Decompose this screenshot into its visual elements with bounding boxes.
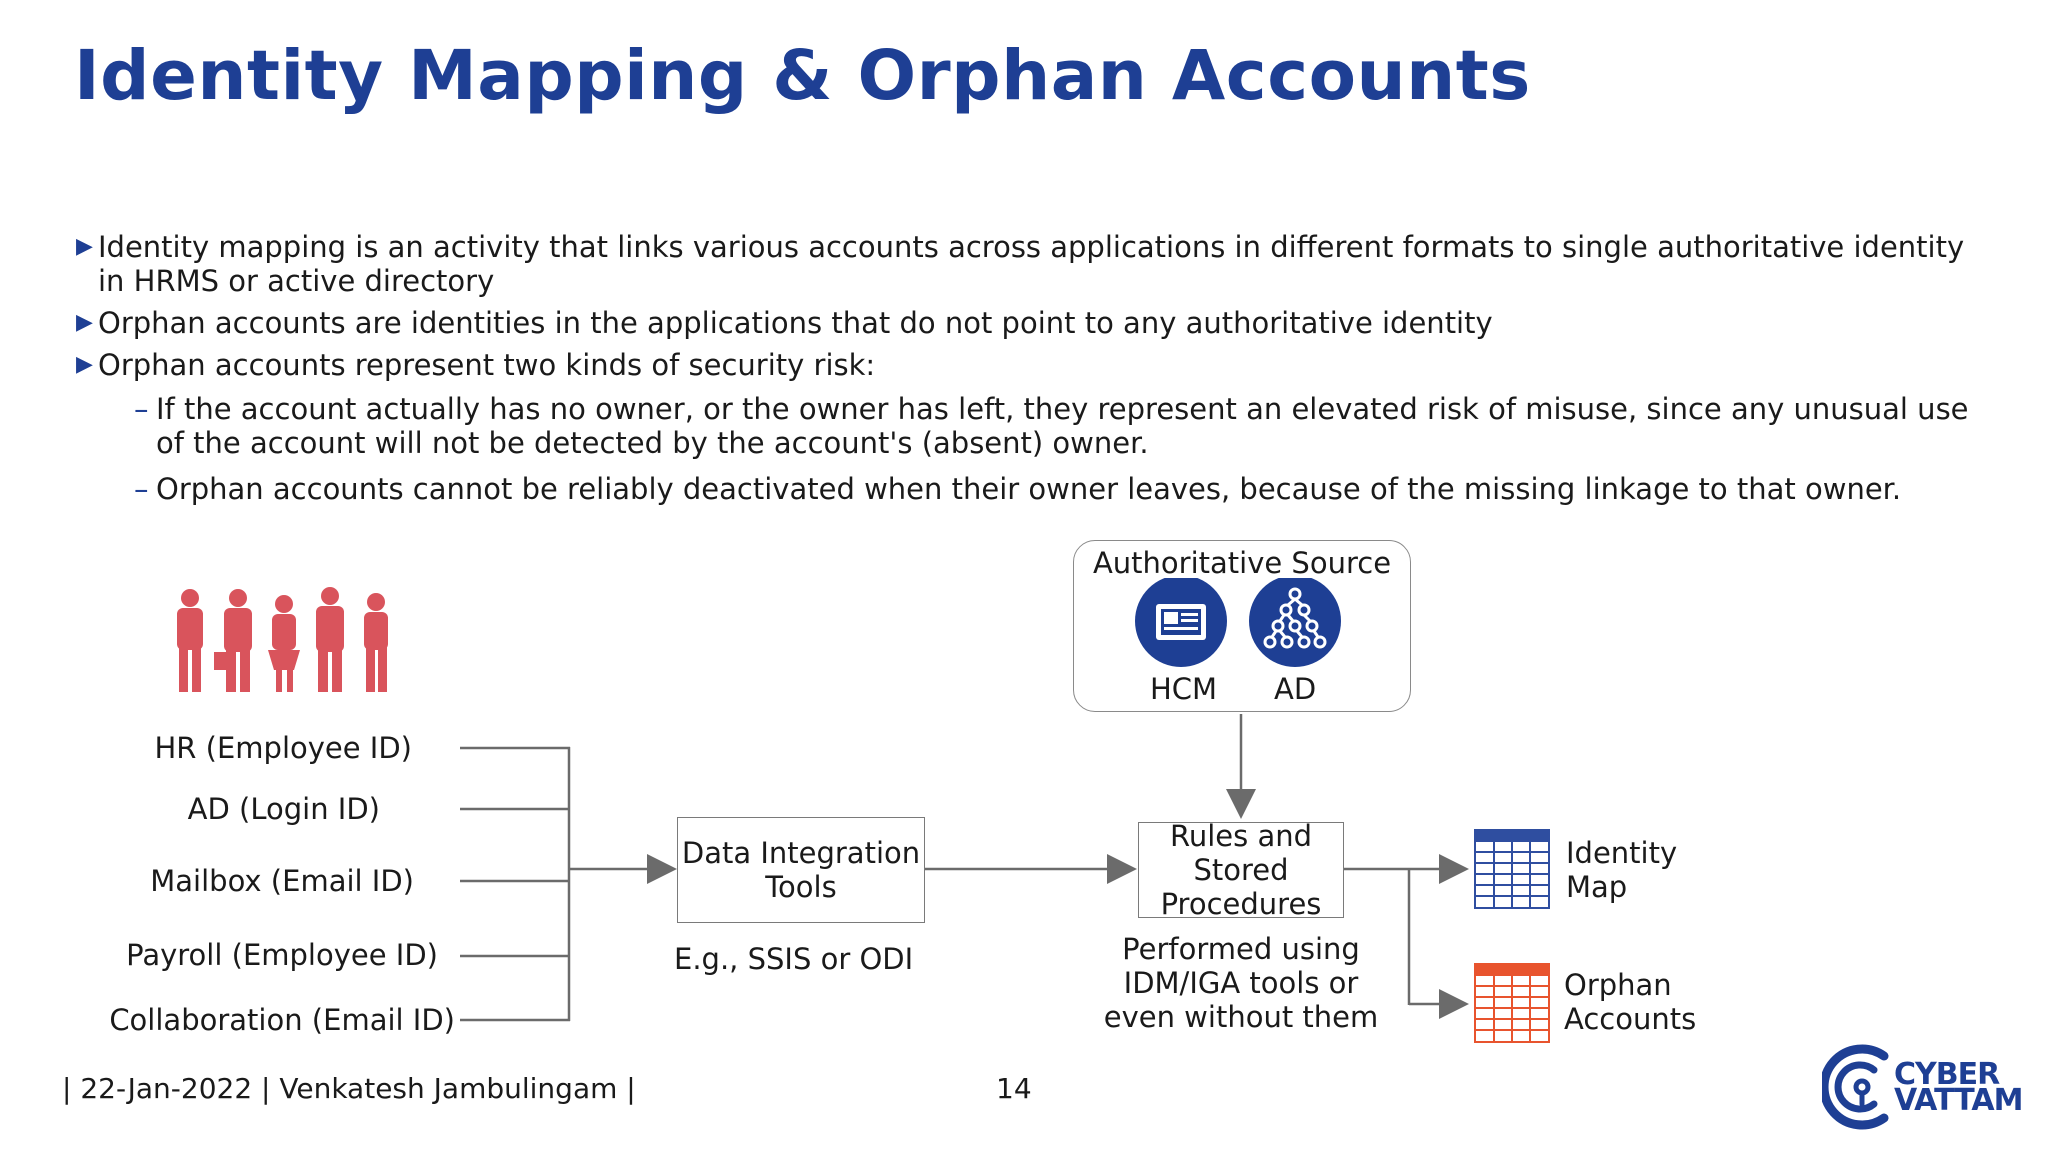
cybervattam-logo-icon — [1822, 1044, 1889, 1130]
hcm-label: HCM — [1150, 672, 1218, 706]
ad-tree-icon — [1249, 578, 1341, 667]
triangle-bullet-icon: ▶ — [76, 310, 93, 335]
footer-info: | 22-Jan-2022 | Venkatesh Jambulingam | — [62, 1072, 636, 1105]
ad-label: AD — [1274, 672, 1317, 706]
orphan-accounts-label: Orphan Accounts — [1564, 968, 1697, 1036]
sub-bullet-item: –If the account actually has no owner, o… — [134, 392, 1969, 460]
bullet-item: ▶Orphan accounts are identities in the a… — [76, 306, 1493, 340]
source-label: Mailbox (Email ID) — [150, 864, 414, 898]
orphan-accounts-table-icon — [1474, 963, 1550, 1043]
data-integration-box: Data Integration Tools — [677, 817, 925, 923]
source-label: Collaboration (Email ID) — [109, 1003, 455, 1037]
triangle-bullet-icon: ▶ — [76, 234, 93, 259]
sub-bullet-item: –Orphan accounts cannot be reliably deac… — [134, 472, 1902, 506]
logo-text-line1: CYBER — [1894, 1057, 2000, 1092]
source-label: HR (Employee ID) — [154, 731, 412, 765]
authoritative-source-title: Authoritative Source — [1092, 546, 1392, 580]
source-label: AD (Login ID) — [187, 792, 380, 826]
identity-map-label: Identity Map — [1566, 836, 1678, 904]
page-number: 14 — [996, 1072, 1032, 1105]
bullet-item: ▶Orphan accounts represent two kinds of … — [76, 348, 876, 382]
authoritative-source-box — [1073, 540, 1411, 712]
rules-note: Performed using IDM/IGA tools or even wi… — [1103, 932, 1379, 1034]
triangle-bullet-icon: ▶ — [76, 352, 93, 377]
source-label: Payroll (Employee ID) — [126, 938, 438, 972]
bullet-list: ▶Identity mapping is an activity that li… — [76, 230, 1996, 518]
slide-title: Identity Mapping & Orphan Accounts — [74, 36, 1531, 116]
dash-bullet-icon: – — [134, 472, 149, 506]
identity-map-table-icon — [1474, 829, 1550, 909]
integration-note: E.g., SSIS or ODI — [674, 942, 914, 976]
people-group-icon — [177, 587, 388, 692]
bullet-item: ▶Identity mapping is an activity that li… — [76, 230, 1965, 298]
logo-text-line2: VATTAM — [1894, 1083, 2023, 1118]
rules-box: Rules and Stored Procedures — [1138, 819, 1344, 921]
dash-bullet-icon: – — [134, 392, 149, 426]
hcm-icon — [1135, 578, 1227, 667]
